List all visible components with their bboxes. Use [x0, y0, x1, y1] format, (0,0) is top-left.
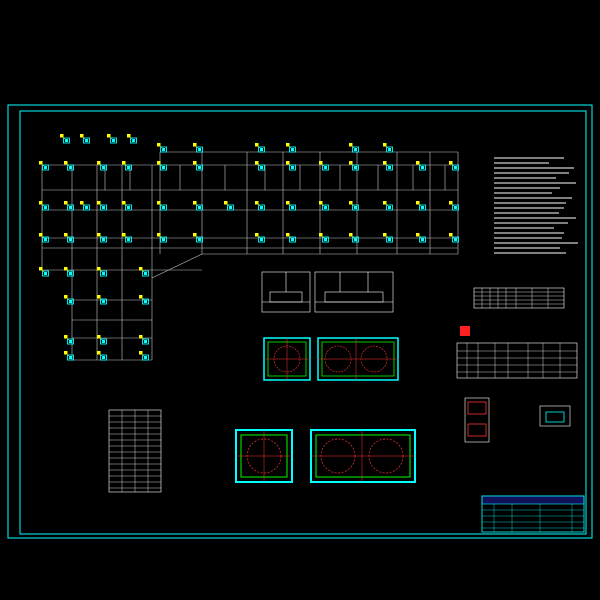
column-footing	[97, 267, 107, 277]
column-footing	[64, 295, 74, 305]
footing-elevation-detail-b	[314, 271, 394, 313]
plan-diagonal-break	[151, 253, 203, 279]
column-footing	[416, 201, 426, 211]
column-footing	[383, 161, 393, 171]
column-footing	[349, 161, 359, 171]
red-marker	[460, 326, 470, 336]
column-footing	[80, 201, 90, 211]
column-footing	[97, 161, 107, 171]
column-footing	[224, 201, 234, 211]
rebar-schedule-table	[456, 326, 578, 379]
column-footing	[97, 201, 107, 211]
column-footing	[60, 134, 70, 144]
column-footing	[255, 143, 265, 153]
column-footing	[383, 201, 393, 211]
footing-table	[473, 287, 565, 309]
column-footing	[107, 134, 117, 144]
outer-sheet-border	[7, 104, 593, 539]
column-footing	[286, 201, 296, 211]
column-footing	[349, 201, 359, 211]
general-notes-panel	[494, 157, 578, 254]
column-footing	[122, 161, 132, 171]
column-footing	[139, 335, 149, 345]
column-footing	[416, 233, 426, 243]
column-footing	[193, 143, 203, 153]
column-footing	[97, 351, 107, 361]
inner-sheet-border	[19, 110, 587, 535]
column-section-detail-2	[539, 405, 571, 427]
column-footing	[319, 201, 329, 211]
column-footing	[319, 233, 329, 243]
column-footing	[157, 201, 167, 211]
column-footing	[157, 233, 167, 243]
column-footing	[39, 233, 49, 243]
column-footing	[157, 161, 167, 171]
column-footing	[286, 143, 296, 153]
column-footing	[286, 233, 296, 243]
column-footing	[255, 161, 265, 171]
column-footing	[286, 161, 296, 171]
column-footing	[449, 233, 459, 243]
column-footing	[157, 143, 167, 153]
footing-plan-detail-large-1	[235, 429, 293, 483]
column-footing	[383, 143, 393, 153]
column-footing	[39, 201, 49, 211]
column-footing	[64, 351, 74, 361]
column-footing	[416, 161, 426, 171]
column-footing	[122, 233, 132, 243]
foundation-plan	[39, 134, 459, 361]
column-footing	[39, 267, 49, 277]
column-footing	[193, 201, 203, 211]
notes-text-lines	[494, 157, 578, 254]
column-footing	[64, 233, 74, 243]
column-footing	[64, 335, 74, 345]
column-footing	[127, 134, 137, 144]
column-footing	[139, 267, 149, 277]
column-footing	[193, 161, 203, 171]
quantity-table	[108, 409, 162, 493]
column-footing	[449, 201, 459, 211]
footing-plan-detail-large-2	[310, 429, 416, 483]
column-footing	[255, 233, 265, 243]
column-footing	[349, 143, 359, 153]
column-footing	[64, 267, 74, 277]
column-footing	[122, 201, 132, 211]
column-footing	[97, 295, 107, 305]
column-footing	[139, 351, 149, 361]
footing-plan-detail-small-1	[263, 337, 311, 381]
plan-column-footings	[39, 134, 459, 361]
column-section-detail-1	[464, 397, 490, 443]
plan-grid-lines	[41, 151, 459, 361]
column-footing	[255, 201, 265, 211]
title-block	[481, 495, 585, 533]
column-footing	[449, 161, 459, 171]
column-footing	[319, 161, 329, 171]
column-footing	[193, 233, 203, 243]
column-footing	[349, 233, 359, 243]
column-footing	[39, 161, 49, 171]
footing-plan-detail-small-2	[317, 337, 399, 381]
column-footing	[80, 134, 90, 144]
column-footing	[383, 233, 393, 243]
column-footing	[97, 335, 107, 345]
column-footing	[139, 295, 149, 305]
footing-elevation-detail-a	[261, 271, 311, 313]
column-footing	[64, 201, 74, 211]
column-footing	[64, 161, 74, 171]
column-footing	[97, 233, 107, 243]
